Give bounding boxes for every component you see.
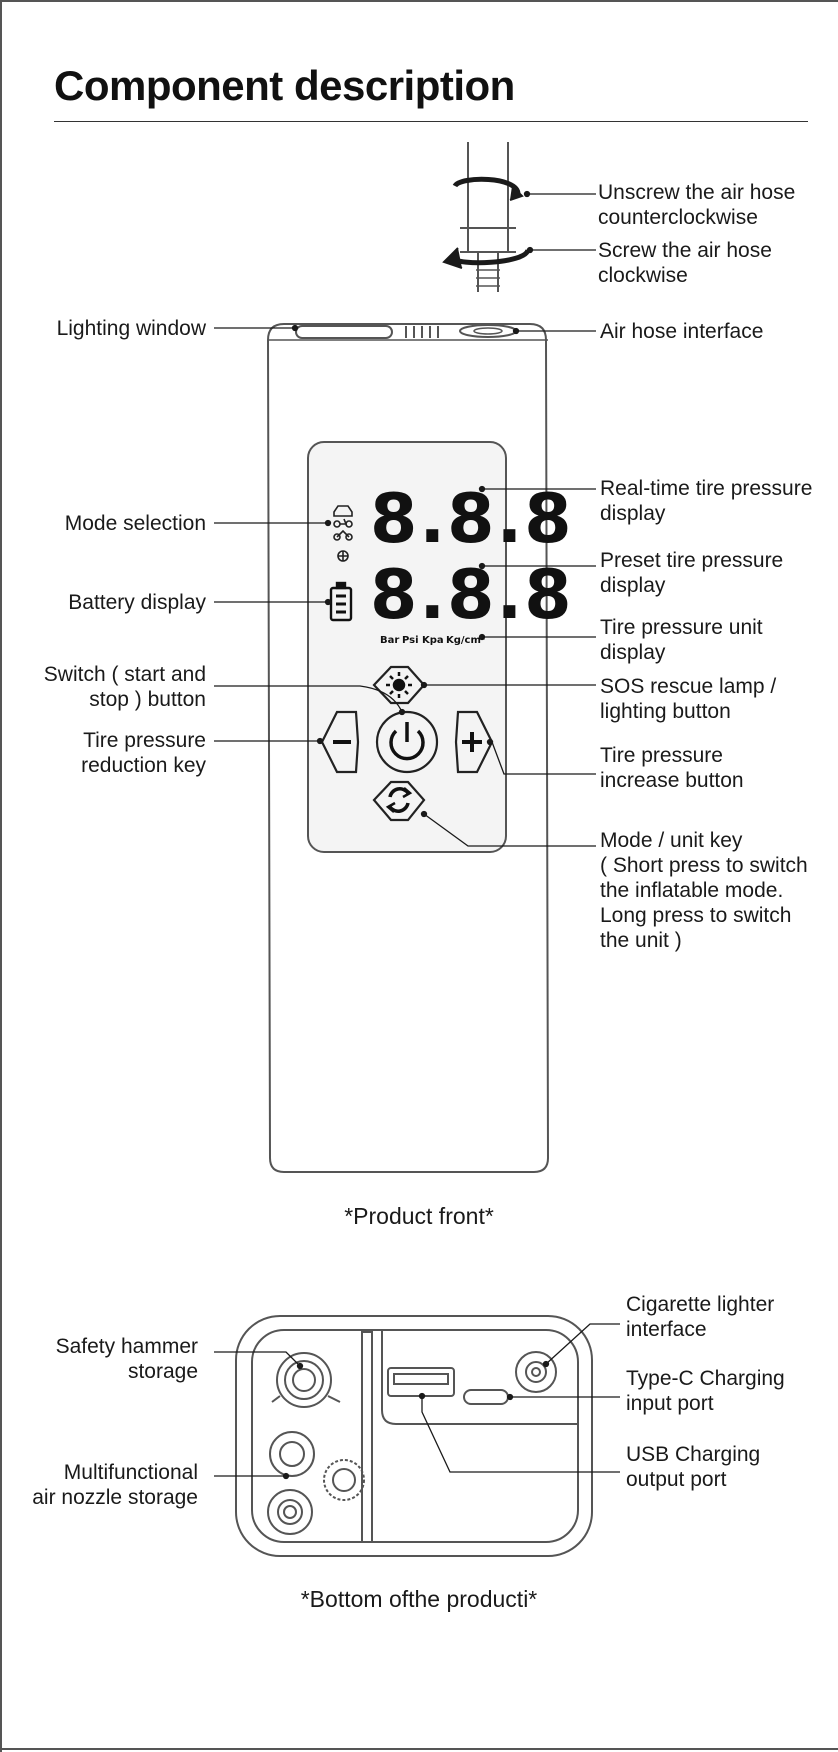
label-unscrew-hose: Unscrew the air hose counterclockwise <box>598 181 796 229</box>
power-button-ring <box>375 710 439 774</box>
label-mode-selection: Mode selection <box>64 512 206 535</box>
car-mode-icon <box>333 505 353 517</box>
label-battery-display: Battery display <box>68 591 206 614</box>
label-increase-button: Tire pressure increase button <box>600 744 744 792</box>
frame-bottom-border <box>0 1748 838 1750</box>
lighting-window-slot <box>295 325 393 339</box>
unscrew-arrow-icon <box>452 176 524 201</box>
screw-arrow-icon <box>442 247 531 269</box>
leader-lines-front <box>214 190 596 847</box>
lcd-preset-digits: 8.8.8 <box>370 556 574 635</box>
usb-port-icon <box>387 1367 455 1397</box>
plus-icon <box>462 732 482 752</box>
label-mode-unit-key: Mode / unit key ( Short press to switch … <box>600 829 808 952</box>
frame-top-border <box>0 0 838 2</box>
battery-icon <box>329 581 353 622</box>
plus-button-shape <box>454 710 494 774</box>
type-c-port-icon <box>463 1389 509 1405</box>
power-icon <box>389 722 425 761</box>
label-air-nozzle: Multifunctional air nozzle storage <box>32 1461 198 1509</box>
label-realtime-display: Real-time tire pressure display <box>600 477 813 525</box>
label-type-c: Type-C Charging input port <box>626 1367 785 1415</box>
leader-lines-bottom <box>214 1323 620 1480</box>
label-usb-output: USB Charging output port <box>626 1443 761 1491</box>
air-hose-illustration <box>460 142 516 292</box>
unit-psi: Psi <box>402 635 419 646</box>
safety-hammer-storage-icon <box>271 1352 341 1408</box>
unit-kpa: Kpa <box>422 635 444 646</box>
label-safety-hammer: Safety hammer storage <box>55 1335 198 1383</box>
label-screw-hose: Screw the air hose clockwise <box>598 239 772 287</box>
vent-slots <box>405 326 439 338</box>
device-body <box>266 323 550 1173</box>
caption-product-front: *Product front* <box>344 1203 494 1229</box>
caption-product-bottom: *Bottom ofthe producti* <box>300 1586 538 1612</box>
label-unit-display: Tire pressure unit display <box>600 616 763 664</box>
unit-kgcm2: Kg/cm² <box>446 635 485 646</box>
label-switch-button: Switch ( start and stop ) button <box>43 663 206 711</box>
label-cigarette-lighter: Cigarette lighter interface <box>626 1293 775 1341</box>
mode-icons <box>333 505 353 562</box>
page-title: Component description <box>54 62 515 109</box>
air-nozzle-storage-icon <box>267 1431 365 1535</box>
unit-bar: Bar <box>380 635 399 646</box>
bicycle-mode-icon <box>336 529 350 538</box>
cigarette-lighter-port-icon <box>515 1351 557 1393</box>
bottom-view-device <box>235 1315 593 1557</box>
frame-left-border <box>0 0 2 1752</box>
air-hose-port <box>459 324 517 338</box>
title-rule <box>54 121 808 122</box>
sos-button-shape <box>372 665 426 705</box>
label-preset-display: Preset tire pressure display <box>600 549 784 597</box>
sun-icon <box>386 672 412 698</box>
label-lighting-window: Lighting window <box>56 317 206 340</box>
label-air-hose-interface: Air hose interface <box>600 320 764 343</box>
mode-button-shape <box>372 780 426 822</box>
refresh-icon <box>385 787 413 813</box>
lcd-realtime-digits: 8.8.8 <box>370 480 574 559</box>
label-reduction-key: Tire pressure reduction key <box>81 729 206 777</box>
motorcycle-mode-icon <box>340 518 348 525</box>
label-sos-button: SOS rescue lamp / lighting button <box>600 675 777 723</box>
